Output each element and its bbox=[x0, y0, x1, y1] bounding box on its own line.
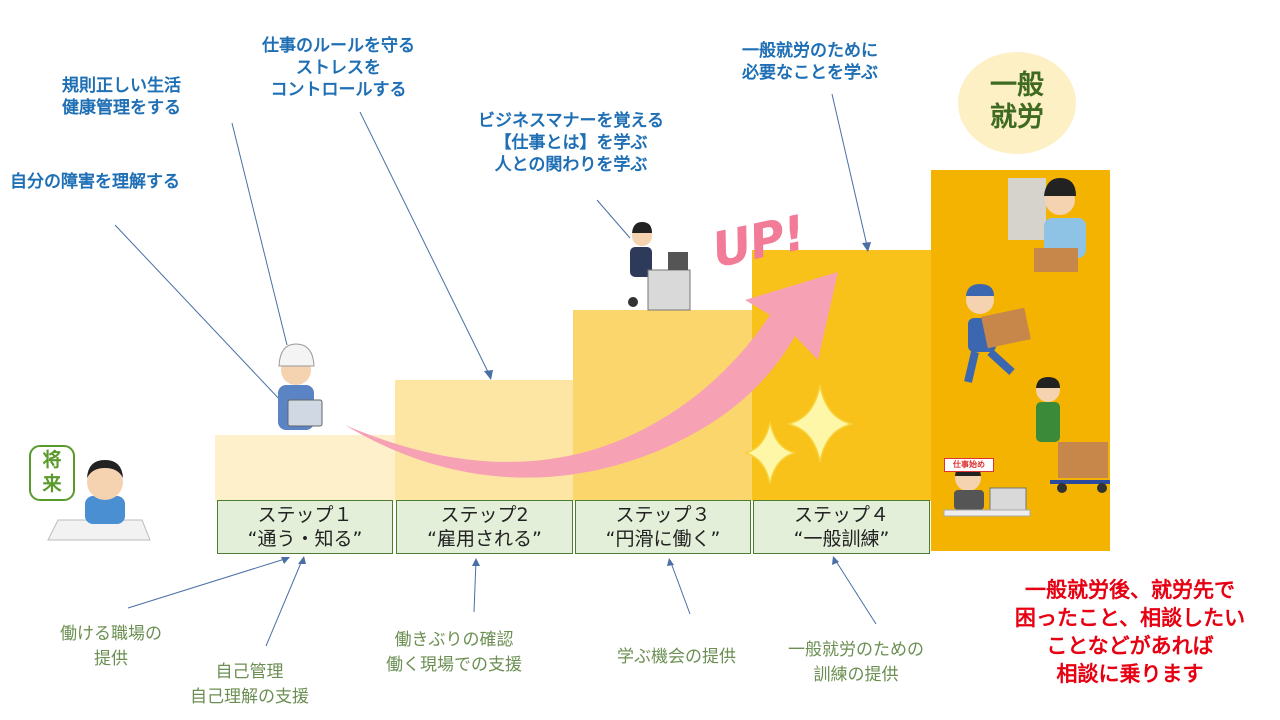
work-start-headband: 仕事始め bbox=[944, 458, 994, 472]
goal-label: ビジネスマナーを覚える bbox=[478, 111, 664, 131]
step-title: ステップ2 bbox=[440, 504, 529, 526]
goal-understand-disability: 自分の障害を理解する bbox=[10, 171, 180, 193]
support-workplace: 働ける職場の 提供 bbox=[60, 622, 162, 672]
support-work-check: 働きぶりの確認 働く現場での支援 bbox=[386, 628, 522, 678]
general-employment-badge: 一般 就労 bbox=[958, 52, 1076, 154]
step-2-box: ステップ2 “雇用される” bbox=[396, 500, 573, 554]
consult-line: 一般就労後、就労先で bbox=[1025, 578, 1235, 602]
goal-label: 規則正しい生活 bbox=[62, 76, 181, 96]
box-carrier-illustration bbox=[964, 284, 1031, 383]
consult-line: 困ったこと、相談したい bbox=[1014, 606, 1246, 630]
sparkle-icons bbox=[744, 384, 853, 485]
stair-block-2 bbox=[395, 380, 575, 501]
office-worker-illustration bbox=[628, 222, 691, 311]
support-training: 一般就労のための 訓練の提供 bbox=[788, 638, 924, 688]
badge-label: 就労 bbox=[990, 102, 1044, 133]
trainee-worker-illustration bbox=[278, 343, 323, 430]
goal-connectors bbox=[114, 93, 869, 403]
consult-line: 相談に乗ります bbox=[1056, 662, 1204, 686]
support-label: 学ぶ機会の提供 bbox=[617, 647, 736, 667]
warehouse-worker-illustration bbox=[1008, 178, 1086, 272]
future-sign: 将 来 bbox=[30, 448, 74, 496]
support-label: 一般就労のための bbox=[788, 640, 924, 660]
stair-block-1 bbox=[215, 435, 395, 501]
goal-label: 【仕事とは】を学ぶ bbox=[494, 133, 648, 153]
step-title: ステップ４ bbox=[793, 504, 889, 526]
step-1-box: ステップ１ “通う・知る” bbox=[217, 500, 393, 554]
goal-label: コントロールする bbox=[270, 80, 407, 100]
goal-work-rules: 仕事のルールを守る ストレスを コントロールする bbox=[262, 35, 415, 101]
goal-label: ストレスを bbox=[296, 58, 381, 78]
support-self-management: 自己管理 自己理解の支援 bbox=[190, 660, 309, 710]
support-label: 提供 bbox=[94, 649, 128, 669]
goal-business-manners: ビジネスマナーを覚える 【仕事とは】を学ぶ 人との関わりを学ぶ bbox=[478, 110, 664, 176]
step-subtitle: “通う・知る” bbox=[247, 528, 363, 550]
step-3-box: ステップ３ “円滑に働く” bbox=[575, 500, 751, 554]
thinking-person-illustration bbox=[29, 445, 151, 541]
goal-label: 自分の障害を理解する bbox=[10, 172, 180, 192]
cart-worker-illustration bbox=[1036, 377, 1110, 493]
support-label: 働く現場での支援 bbox=[386, 655, 522, 675]
after-employment-consult-note: 一般就労後、就労先で 困ったこと、相談したい ことなどがあれば 相談に乗ります bbox=[990, 576, 1270, 688]
support-label: 訓練の提供 bbox=[813, 665, 899, 685]
support-connectors bbox=[127, 557, 877, 647]
goal-label: 一般就労のために bbox=[742, 41, 878, 61]
support-label: 働きぶりの確認 bbox=[394, 630, 514, 650]
goal-label: 仕事のルールを守る bbox=[262, 36, 415, 56]
step-subtitle: “一般訓練” bbox=[793, 528, 890, 550]
step-title: ステップ１ bbox=[257, 504, 353, 526]
future-sign-char: 将 bbox=[42, 449, 62, 471]
step-subtitle: “雇用される” bbox=[427, 528, 542, 550]
step-subtitle: “円滑に働く” bbox=[605, 528, 721, 550]
goal-label: 健康管理をする bbox=[62, 98, 181, 118]
future-sign-char: 来 bbox=[42, 473, 62, 495]
up-arrow bbox=[345, 272, 838, 478]
support-label: 自己管理 bbox=[215, 662, 284, 682]
goal-label: 人との関わりを学ぶ bbox=[494, 155, 648, 175]
consult-line: ことなどがあれば bbox=[1046, 634, 1214, 658]
step-title: ステップ３ bbox=[615, 504, 711, 526]
support-label: 自己理解の支援 bbox=[190, 687, 309, 707]
goal-general-employment-learning: 一般就労のために 必要なことを学ぶ bbox=[742, 40, 878, 84]
badge-label: 一般 bbox=[990, 70, 1044, 101]
support-learning-opportunity: 学ぶ機会の提供 bbox=[617, 645, 736, 670]
goal-regular-life: 規則正しい生活 健康管理をする bbox=[62, 75, 181, 119]
step-4-box: ステップ４ “一般訓練” bbox=[753, 500, 930, 554]
goal-label: 必要なことを学ぶ bbox=[742, 63, 878, 83]
support-label: 働ける職場の bbox=[60, 624, 162, 644]
